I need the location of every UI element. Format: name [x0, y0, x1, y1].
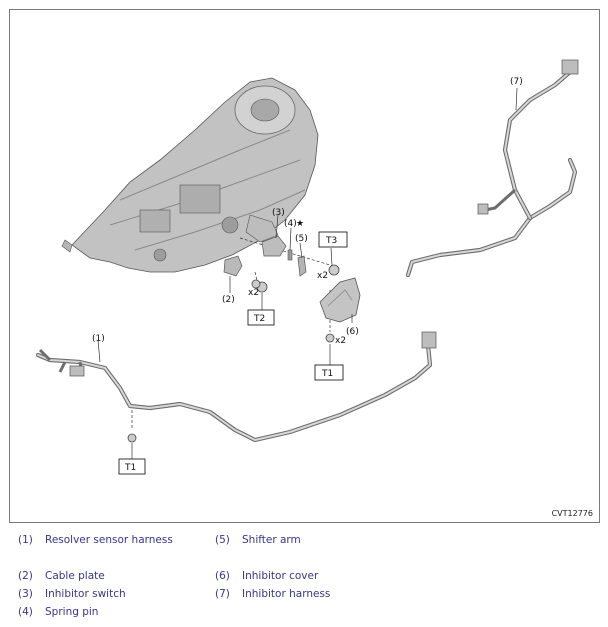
inhibitor-switch	[261, 214, 287, 257]
shifter-arm	[297, 242, 307, 277]
diagram-frame: (1) (2) (3) (4) ★ (5) (6) (7) x2 x2 x2 T…	[9, 9, 600, 523]
legend-item-4: (4) Spring pin	[18, 606, 98, 618]
callout-7: (7)	[510, 77, 523, 87]
resolver-sensor-harness	[35, 331, 437, 459]
figure-code: CVT12776	[551, 509, 593, 518]
legend-item-5: (5) Shifter arm	[215, 534, 301, 546]
legend-num: (2)	[18, 570, 33, 582]
exploded-diagram: (1) (2) (3) (4) ★ (5) (6) (7) x2 x2 x2 T…	[35, 59, 579, 475]
svg-text:T3: T3	[325, 236, 337, 246]
legend-num: (5)	[215, 534, 230, 546]
legend-num: (6)	[215, 570, 230, 582]
legend-text: Inhibitor harness	[242, 588, 331, 600]
svg-text:T1: T1	[124, 463, 136, 473]
callout-6: (6)	[346, 327, 359, 337]
torque-box-t1-cover: T1	[314, 364, 344, 381]
spring-pin	[287, 227, 293, 261]
bolt-t2	[251, 279, 268, 310]
legend-text: Resolver sensor harness	[45, 534, 173, 546]
legend-item-3: (3) Inhibitor switch	[18, 588, 126, 600]
transmission-assembly	[61, 77, 319, 273]
legend-num: (4)	[18, 606, 33, 618]
legend-item-6: (6) Inhibitor cover	[215, 570, 318, 582]
legend-num: (7)	[215, 588, 230, 600]
svg-text:T2: T2	[253, 314, 265, 324]
bolt-t1-cover	[325, 333, 335, 366]
callout-2: (2)	[222, 295, 235, 305]
legend-text: Cable plate	[45, 570, 105, 582]
legend-text: Inhibitor switch	[45, 588, 126, 600]
legend-item-1: (1) Resolver sensor harness	[18, 534, 173, 546]
inhibitor-cover	[319, 277, 361, 323]
qty-x2-t1: x2	[335, 336, 346, 346]
callout-4: (4)	[284, 219, 297, 229]
torque-box-t1-harness: T1	[118, 458, 146, 475]
callout-5: (5)	[295, 234, 308, 244]
qty-x2-t2: x2	[248, 288, 259, 298]
cable-plate	[223, 255, 243, 293]
legend-text: Inhibitor cover	[242, 570, 319, 582]
legend-num: (1)	[18, 534, 33, 546]
torque-box-t3: T3	[318, 231, 348, 248]
star-mark: ★	[296, 219, 304, 229]
callout-1: (1)	[92, 334, 105, 344]
legend-text: Spring pin	[45, 606, 99, 618]
callout-3: (3)	[272, 208, 285, 218]
legend-item-2: (2) Cable plate	[18, 570, 105, 582]
svg-text:T1: T1	[321, 369, 333, 379]
legend-num: (3)	[18, 588, 33, 600]
legend-item-7: (7) Inhibitor harness	[215, 588, 330, 600]
torque-box-t2: T2	[247, 309, 275, 326]
inhibitor-harness	[405, 59, 579, 278]
qty-x2-t3: x2	[317, 271, 328, 281]
legend-text: Shifter arm	[242, 534, 301, 546]
bolt-t3	[328, 247, 340, 276]
